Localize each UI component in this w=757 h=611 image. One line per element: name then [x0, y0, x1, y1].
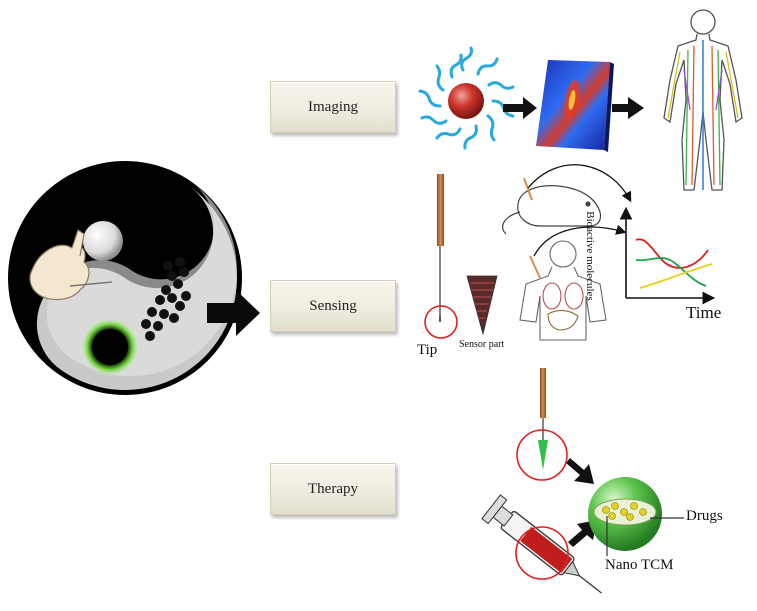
nanoparticle-icon	[418, 46, 515, 150]
meridian-body-icon	[663, 9, 743, 191]
mouse-icon	[502, 177, 602, 235]
x-axis-label: Time	[686, 303, 722, 322]
yin-yang-icon	[8, 161, 242, 395]
sensor-part-label: Sensor part	[459, 339, 505, 350]
therapy-needle-icon	[516, 368, 568, 481]
y-axis-label: Bioactive molecules	[584, 211, 596, 301]
sensing-label: Sensing	[270, 280, 396, 332]
therapy-label: Therapy	[270, 463, 396, 515]
main-arrow-icon	[207, 290, 260, 336]
sensor-cone-icon	[466, 275, 498, 336]
syringe-icon	[481, 494, 602, 594]
sensing-text: Sensing	[309, 297, 357, 314]
drugs-label: Drugs	[686, 508, 723, 524]
sensing-chart-icon	[619, 206, 716, 305]
nano-tcm-label: Nano TCM	[605, 557, 674, 573]
heatmap-image-icon	[536, 60, 614, 152]
acupuncture-needle-icon	[424, 174, 458, 339]
human-organs-icon	[519, 240, 607, 341]
imaging-label: Imaging	[270, 81, 396, 133]
therapy-text: Therapy	[308, 480, 358, 497]
hand-holding-needle-icon	[29, 229, 113, 301]
imaging-text: Imaging	[308, 98, 358, 115]
nanosphere-icon	[588, 477, 684, 556]
tip-label: Tip	[417, 342, 438, 358]
